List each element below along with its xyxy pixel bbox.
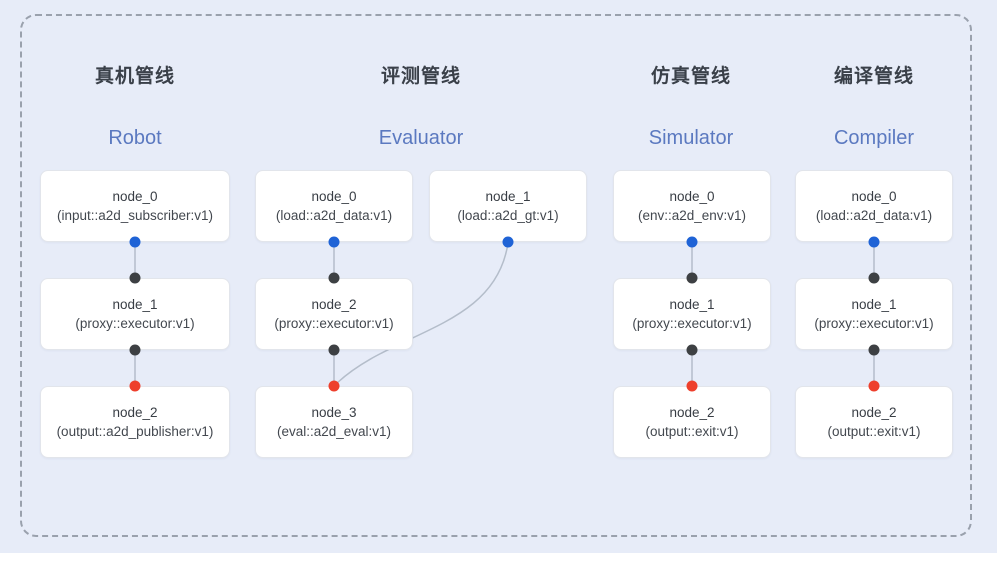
pipeline-title-cn-compiler: 编译管线 [833, 66, 914, 87]
node-name: node_0 [669, 189, 715, 204]
node-card-comp-node1: node_1 (proxy::executor:v1) [795, 278, 953, 350]
pipeline-title-cn-evaluator: 评测管线 [380, 66, 461, 87]
node-card-sim-node2: node_2 (output::exit:v1) [613, 386, 771, 458]
node-name: node_1 [669, 297, 715, 312]
node-type: (input::a2d_subscriber:v1) [56, 207, 214, 223]
node-name: node_1 [112, 297, 158, 312]
node-type: (eval::a2d_eval:v1) [276, 423, 392, 439]
port-blue-dot [502, 236, 514, 248]
node-name: node_3 [311, 405, 357, 420]
port-gray-dot [686, 344, 698, 356]
node-card-robot-node1: node_1 (proxy::executor:v1) [40, 278, 230, 350]
port-red-dot [868, 380, 880, 392]
node-card-comp-node2: node_2 (output::exit:v1) [795, 386, 953, 458]
dashed-border-frame [20, 14, 972, 537]
port-gray-dot [129, 344, 141, 356]
port-blue-dot [686, 236, 698, 248]
node-type: (output::a2d_publisher:v1) [56, 423, 214, 439]
port-gray-dot [328, 272, 340, 284]
node-type: (env::a2d_env:v1) [637, 207, 747, 223]
node-type: (proxy::executor:v1) [814, 315, 934, 331]
node-name: node_1 [851, 297, 897, 312]
port-blue-dot [129, 236, 141, 248]
node-type: (load::a2d_data:v1) [275, 207, 393, 223]
node-type: (proxy::executor:v1) [632, 315, 752, 331]
node-type: (proxy::executor:v1) [274, 315, 394, 331]
node-type: (load::a2d_gt:v1) [457, 207, 559, 223]
pipeline-title-cn-robot: 真机管线 [94, 66, 175, 87]
node-name: node_2 [669, 405, 715, 420]
node-name: node_0 [851, 189, 897, 204]
pipeline-title-en-evaluator: Evaluator [378, 127, 464, 149]
node-card-sim-node0: node_0 (env::a2d_env:v1) [613, 170, 771, 242]
pipeline-title-en-compiler: Compiler [833, 127, 915, 149]
port-gray-dot [328, 344, 340, 356]
node-card-eval-node0: node_0 (load::a2d_data:v1) [255, 170, 413, 242]
port-gray-dot [129, 272, 141, 284]
port-gray-dot [868, 272, 880, 284]
node-card-comp-node0: node_0 (load::a2d_data:v1) [795, 170, 953, 242]
node-type: (load::a2d_data:v1) [815, 207, 933, 223]
node-card-robot-node2: node_2 (output::a2d_publisher:v1) [40, 386, 230, 458]
node-card-eval-node2: node_2 (proxy::executor:v1) [255, 278, 413, 350]
node-name: node_0 [311, 189, 357, 204]
node-name: node_1 [485, 189, 531, 204]
port-red-dot [129, 380, 141, 392]
node-name: node_0 [112, 189, 158, 204]
node-card-eval-node3: node_3 (eval::a2d_eval:v1) [255, 386, 413, 458]
port-gray-dot [686, 272, 698, 284]
node-type: (proxy::executor:v1) [75, 315, 195, 331]
port-blue-dot [328, 236, 340, 248]
node-type: (output::exit:v1) [645, 423, 739, 439]
node-card-robot-node0: node_0 (input::a2d_subscriber:v1) [40, 170, 230, 242]
node-name: node_2 [112, 405, 158, 420]
port-red-dot [328, 380, 340, 392]
pipeline-title-en-robot: Robot [108, 127, 162, 149]
pipeline-title-en-simulator: Simulator [648, 127, 734, 149]
pipeline-title-cn-simulator: 仿真管线 [650, 66, 731, 87]
port-blue-dot [868, 236, 880, 248]
port-gray-dot [868, 344, 880, 356]
node-name: node_2 [311, 297, 357, 312]
port-red-dot [686, 380, 698, 392]
node-type: (output::exit:v1) [827, 423, 921, 439]
node-name: node_2 [851, 405, 897, 420]
node-card-sim-node1: node_1 (proxy::executor:v1) [613, 278, 771, 350]
node-card-eval-node1: node_1 (load::a2d_gt:v1) [429, 170, 587, 242]
